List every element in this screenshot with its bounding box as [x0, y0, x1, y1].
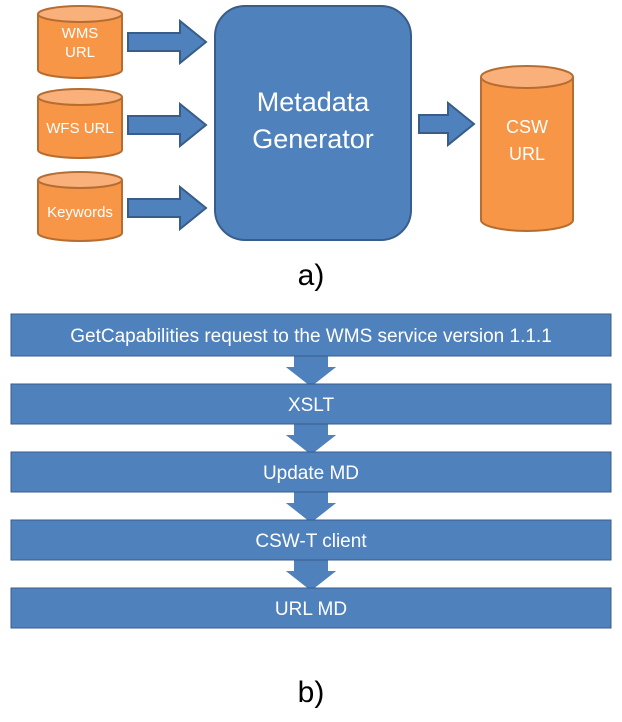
caption-b: b) — [298, 676, 325, 709]
input-cylinder-keywords: Keywords — [37, 171, 123, 242]
input-label: WFS URL — [46, 120, 114, 137]
arrow-right-icon — [418, 100, 476, 148]
step-bar: GetCapabilities request to the WMS servi… — [10, 313, 612, 357]
step-label: Update MD — [263, 463, 359, 484]
input-label-line2: URL — [65, 44, 95, 61]
chevron-down-icon — [280, 422, 342, 458]
step-bar: XSLT — [10, 383, 612, 425]
step-label: URL MD — [275, 599, 347, 620]
step-label: GetCapabilities request to the WMS servi… — [70, 326, 552, 347]
input-cylinder-wfs: WFS URL — [37, 88, 123, 159]
chevron-down-icon — [280, 354, 342, 390]
chevron-down-icon — [280, 558, 342, 594]
metadata-generator-box: Metadata Generator — [214, 5, 412, 241]
generator-label-line1: Metadata — [257, 87, 371, 117]
arrow-right-icon — [127, 18, 208, 66]
step-label: XSLT — [288, 395, 335, 416]
chevron-down-icon — [280, 490, 342, 526]
caption-a: a) — [298, 259, 325, 292]
input-cylinder-wms: WMS URL — [37, 5, 123, 79]
generator-label-line2: Generator — [252, 124, 374, 154]
step-bar: URL MD — [10, 587, 612, 629]
output-label-line2: URL — [509, 144, 545, 164]
output-cylinder-csw: CSW URL — [480, 65, 574, 232]
arrow-right-icon — [127, 101, 208, 149]
input-label-line1: WMS — [62, 25, 99, 42]
step-bar: Update MD — [10, 451, 612, 493]
step-bar: CSW-T client — [10, 519, 612, 561]
input-label: Keywords — [47, 204, 113, 221]
step-label: CSW-T client — [255, 531, 367, 552]
arrow-right-icon — [127, 184, 208, 232]
output-label-line1: CSW — [506, 117, 548, 137]
